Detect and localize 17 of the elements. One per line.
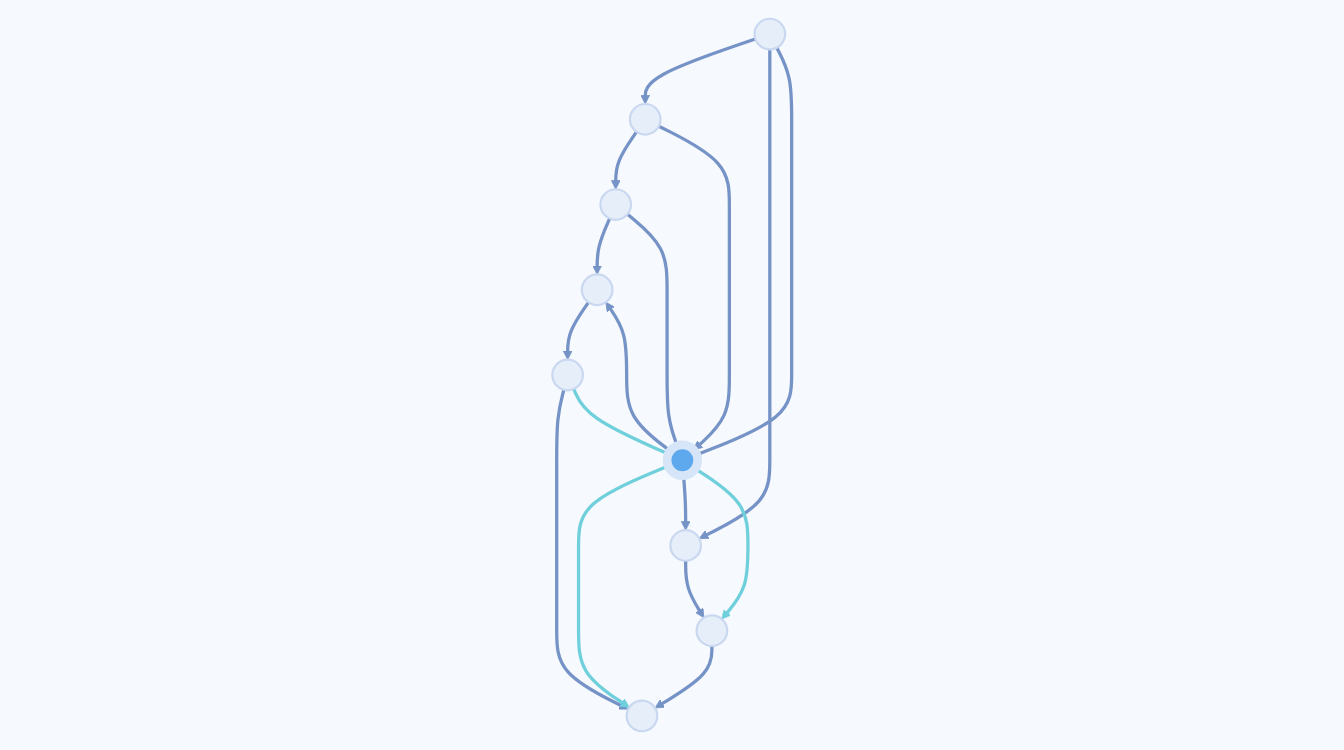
node-circle	[695, 614, 729, 648]
arrow	[640, 37, 756, 105]
arrow	[654, 646, 714, 709]
arrow	[698, 49, 772, 539]
node-circle	[753, 17, 787, 51]
node-circle	[551, 358, 585, 392]
node-circle	[625, 699, 659, 733]
arrow	[592, 217, 612, 275]
node-circle	[662, 440, 703, 480]
arrow	[658, 124, 731, 451]
node-circle	[669, 529, 703, 562]
arrow	[555, 389, 629, 710]
node-circle	[599, 188, 633, 221]
node-circle	[628, 102, 662, 136]
arrow	[684, 560, 705, 619]
arrow	[610, 130, 638, 190]
node-circle	[580, 273, 614, 307]
